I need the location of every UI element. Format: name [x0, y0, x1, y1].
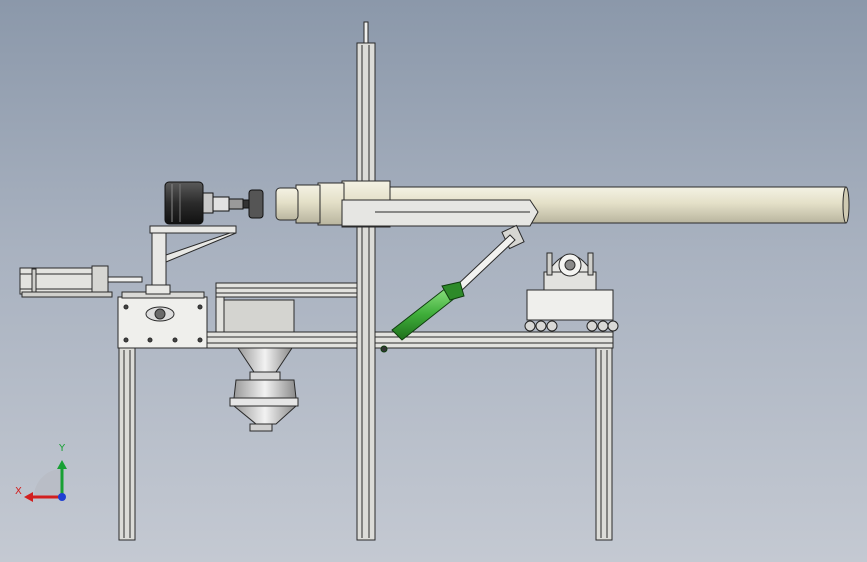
- gearbox-block[interactable]: [117, 291, 208, 349]
- hopper-funnel[interactable]: [229, 347, 299, 432]
- motor-mount-bracket[interactable]: [145, 225, 237, 295]
- link-rod[interactable]: [454, 234, 516, 293]
- pillow-block-bearing[interactable]: [526, 252, 614, 321]
- y-axis-label: Y: [59, 443, 66, 454]
- x-axis-label: X: [15, 486, 22, 497]
- upper-platform[interactable]: [215, 282, 375, 333]
- green-linear-actuator[interactable]: [380, 281, 465, 353]
- caster-wheels[interactable]: [524, 320, 619, 332]
- coordinate-triad: [24, 460, 67, 502]
- frame-left-leg[interactable]: [118, 346, 136, 541]
- pneumatic-cylinder[interactable]: [19, 265, 143, 298]
- motor[interactable]: [164, 181, 264, 225]
- frame-right-leg[interactable]: [595, 346, 613, 541]
- tube-support-arm[interactable]: [341, 199, 539, 250]
- frame-center-column[interactable]: [356, 21, 376, 541]
